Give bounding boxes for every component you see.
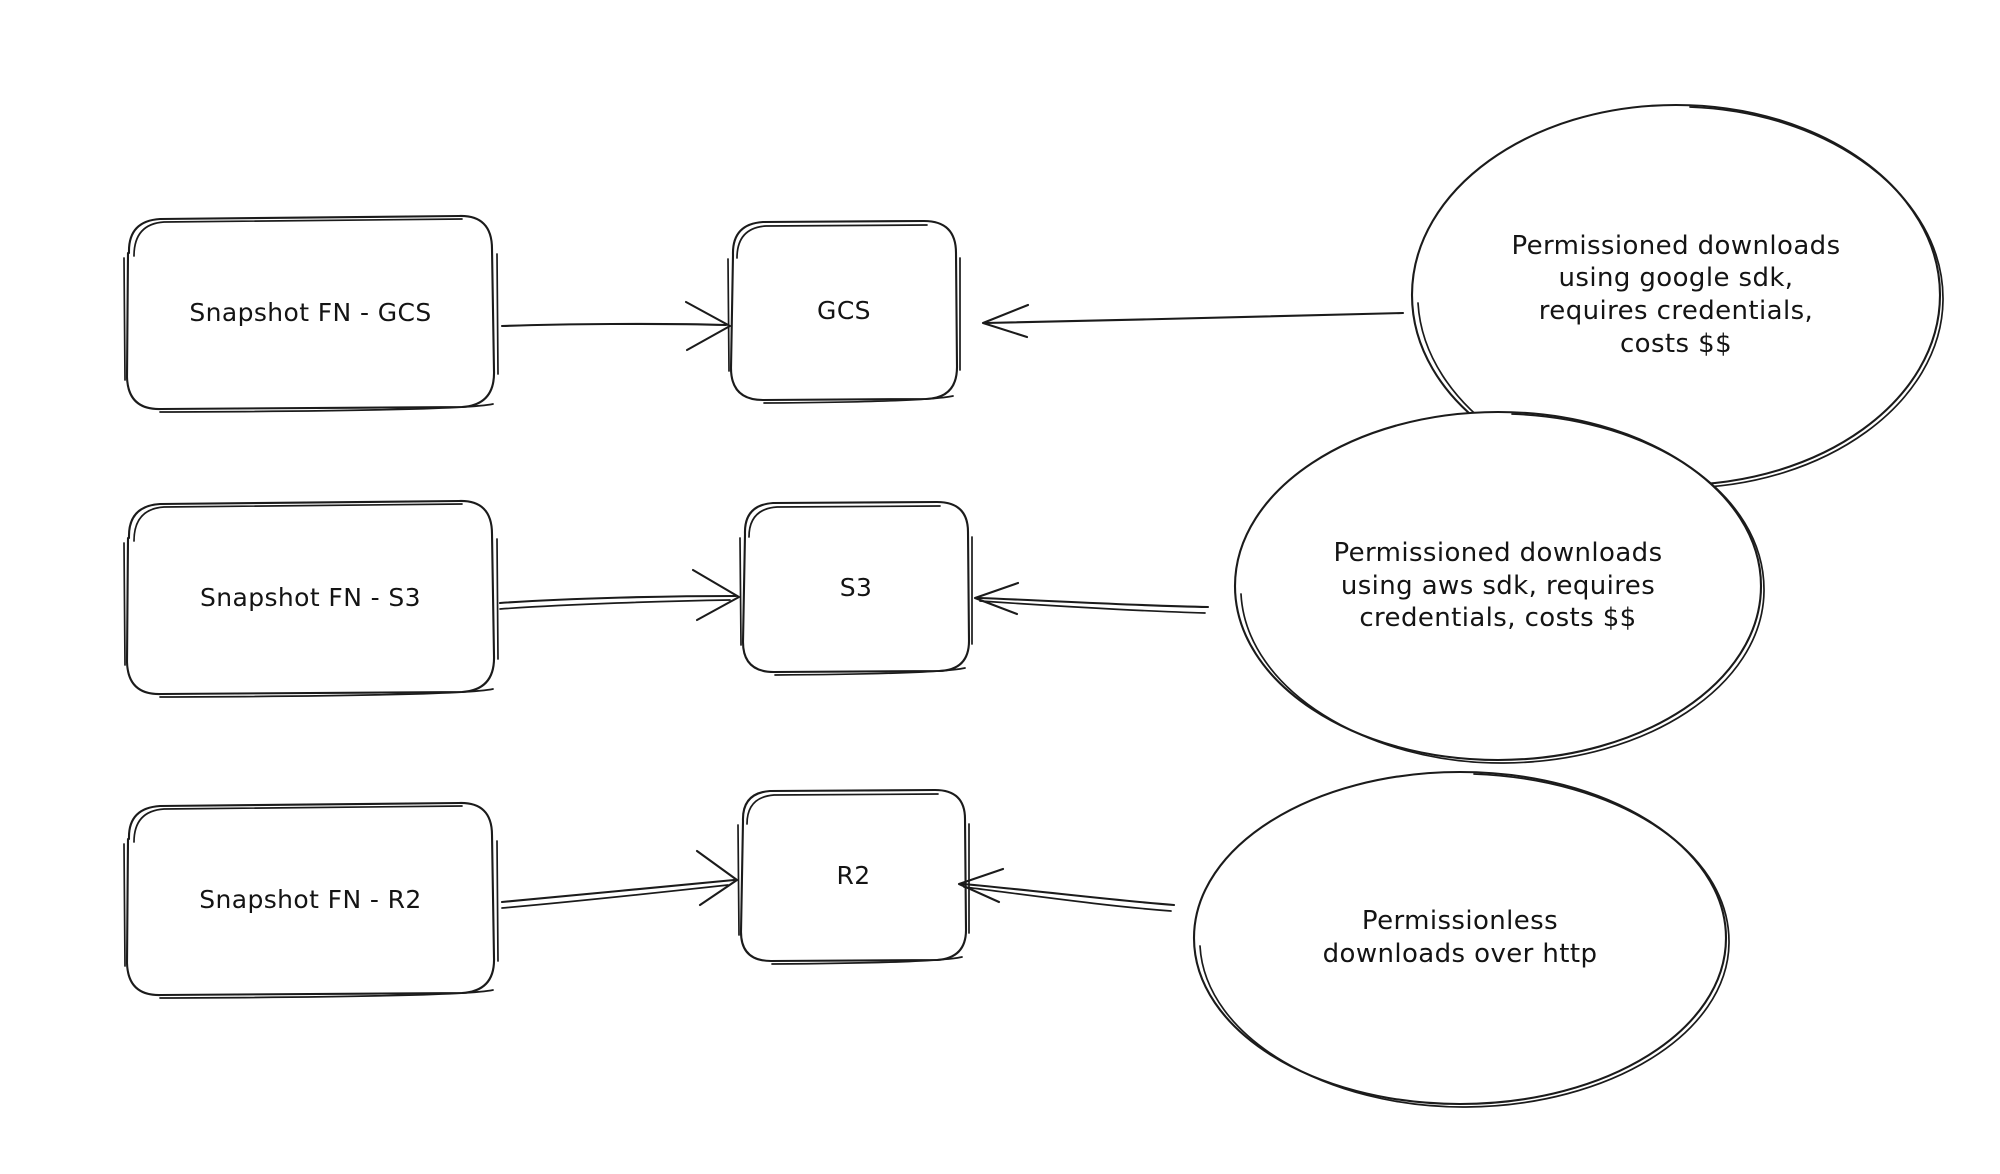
node-gcs-shape[interactable]	[727, 219, 961, 404]
arrow-note-gcs-to-gcs	[981, 303, 1405, 339]
arrow-snapshot-fn-gcs-to-gcs	[500, 300, 732, 352]
node-snapshot-fn-r2-shape[interactable]	[123, 801, 499, 999]
node-s3-shape[interactable]	[739, 500, 973, 676]
node-note-r2-shape[interactable]	[1192, 770, 1730, 1108]
node-r2-shape[interactable]	[737, 788, 970, 965]
arrow-snapshot-fn-r2-to-r2	[500, 849, 739, 909]
node-snapshot-fn-gcs-shape[interactable]	[123, 214, 499, 413]
node-snapshot-fn-s3-shape[interactable]	[123, 499, 499, 698]
arrow-note-r2-to-r2	[957, 867, 1176, 912]
arrow-snapshot-fn-s3-to-s3	[498, 568, 741, 622]
arrow-note-s3-to-s3	[973, 581, 1210, 616]
node-note-s3-shape[interactable]	[1233, 410, 1765, 764]
